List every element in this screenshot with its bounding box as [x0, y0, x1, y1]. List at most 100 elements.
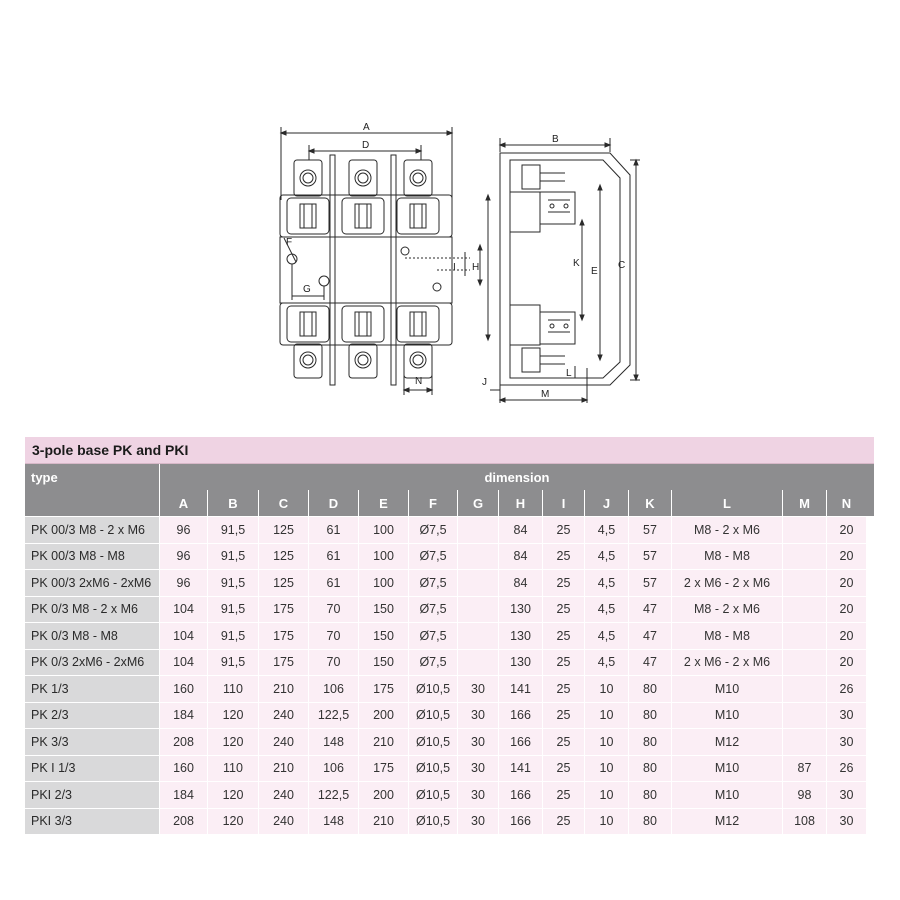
value-cell-i: 25: [542, 729, 584, 755]
value-cell-a: 96: [159, 570, 207, 596]
value-cell-b: 120: [207, 808, 258, 834]
value-cell-g: 30: [457, 782, 498, 808]
value-cell-l: M12: [671, 808, 782, 834]
value-cell-b: 110: [207, 676, 258, 702]
dim-label-C: C: [618, 260, 625, 271]
type-cell: PK 3/3: [25, 729, 159, 755]
value-cell-l: M8 - 2 x M6: [671, 596, 782, 622]
value-cell-k: 47: [628, 596, 671, 622]
bottom-clamps: [286, 305, 440, 379]
value-cell-a: 160: [159, 755, 207, 781]
value-cell-c: 175: [258, 596, 308, 622]
value-cell-k: 80: [628, 729, 671, 755]
value-cell-i: 25: [542, 702, 584, 728]
value-cell-h: 141: [498, 676, 542, 702]
front-view: [279, 127, 483, 395]
value-cell-n: 30: [826, 808, 866, 834]
value-cell-h: 166: [498, 702, 542, 728]
value-cell-c: 240: [258, 729, 308, 755]
value-cell-f: Ø7,5: [408, 649, 457, 675]
value-cell-f: Ø10,5: [408, 729, 457, 755]
value-cell-a: 104: [159, 623, 207, 649]
type-cell: PK 0/3 M8 - M8: [25, 623, 159, 649]
value-cell-m: [782, 649, 826, 675]
value-cell-g: [457, 623, 498, 649]
value-cell-b: 120: [207, 729, 258, 755]
type-cell: PK 00/3 2xM6 - 2xM6: [25, 570, 159, 596]
value-cell-c: 175: [258, 649, 308, 675]
value-cell-g: [457, 596, 498, 622]
value-cell-k: 57: [628, 570, 671, 596]
value-cell-e: 200: [358, 782, 408, 808]
column-header-f: F: [408, 490, 457, 516]
value-cell-e: 175: [358, 676, 408, 702]
dim-label-G: G: [303, 284, 311, 295]
column-header-c: C: [258, 490, 308, 516]
column-header-g: G: [457, 490, 498, 516]
type-column-header: type: [31, 470, 58, 485]
value-cell-d: 106: [308, 755, 358, 781]
value-cell-k: 47: [628, 649, 671, 675]
column-header-h: H: [498, 490, 542, 516]
dim-label-L: L: [566, 368, 572, 379]
value-cell-e: 100: [358, 517, 408, 543]
table-title: 3-pole base PK and PKI: [25, 437, 874, 464]
value-cell-h: 130: [498, 596, 542, 622]
column-header-spacer: [25, 490, 159, 516]
value-cell-b: 91,5: [207, 570, 258, 596]
value-cell-m: [782, 570, 826, 596]
value-cell-f: Ø7,5: [408, 596, 457, 622]
value-cell-j: 10: [584, 702, 628, 728]
value-cell-d: 70: [308, 649, 358, 675]
dim-label-E: E: [591, 266, 598, 277]
value-cell-g: 30: [457, 808, 498, 834]
value-cell-a: 104: [159, 649, 207, 675]
value-cell-k: 80: [628, 676, 671, 702]
value-cell-j: 4,5: [584, 570, 628, 596]
type-cell: PK 00/3 M8 - 2 x M6: [25, 517, 159, 543]
column-header-d: D: [308, 490, 358, 516]
value-cell-d: 106: [308, 676, 358, 702]
value-cell-n: 20: [826, 596, 866, 622]
value-cell-d: 61: [308, 543, 358, 569]
type-cell: PK 0/3 M8 - 2 x M6: [25, 596, 159, 622]
value-cell-e: 175: [358, 755, 408, 781]
value-cell-k: 80: [628, 702, 671, 728]
value-cell-f: Ø7,5: [408, 543, 457, 569]
value-cell-e: 150: [358, 623, 408, 649]
value-cell-j: 4,5: [584, 623, 628, 649]
type-cell: PKI 3/3: [25, 808, 159, 834]
value-cell-m: [782, 623, 826, 649]
value-cell-b: 91,5: [207, 649, 258, 675]
value-cell-c: 240: [258, 782, 308, 808]
dim-label-H-front: H: [472, 262, 479, 273]
value-cell-m: 98: [782, 782, 826, 808]
value-cell-j: 4,5: [584, 649, 628, 675]
type-cell: PK 00/3 M8 - M8: [25, 543, 159, 569]
value-cell-d: 148: [308, 729, 358, 755]
value-cell-h: 166: [498, 782, 542, 808]
value-cell-m: 108: [782, 808, 826, 834]
value-cell-g: 30: [457, 755, 498, 781]
value-cell-k: 47: [628, 623, 671, 649]
value-cell-m: [782, 729, 826, 755]
value-cell-k: 57: [628, 543, 671, 569]
value-cell-d: 70: [308, 623, 358, 649]
value-cell-j: 4,5: [584, 517, 628, 543]
value-cell-h: 84: [498, 543, 542, 569]
value-cell-h: 84: [498, 570, 542, 596]
value-cell-a: 184: [159, 702, 207, 728]
value-cell-e: 100: [358, 543, 408, 569]
drawing-svg: A D F G I H N B C E K J M L: [279, 122, 640, 403]
column-header-e: E: [358, 490, 408, 516]
value-cell-g: [457, 543, 498, 569]
value-cell-l: 2 x M6 - 2 x M6: [671, 570, 782, 596]
column-header-n: N: [826, 490, 866, 516]
